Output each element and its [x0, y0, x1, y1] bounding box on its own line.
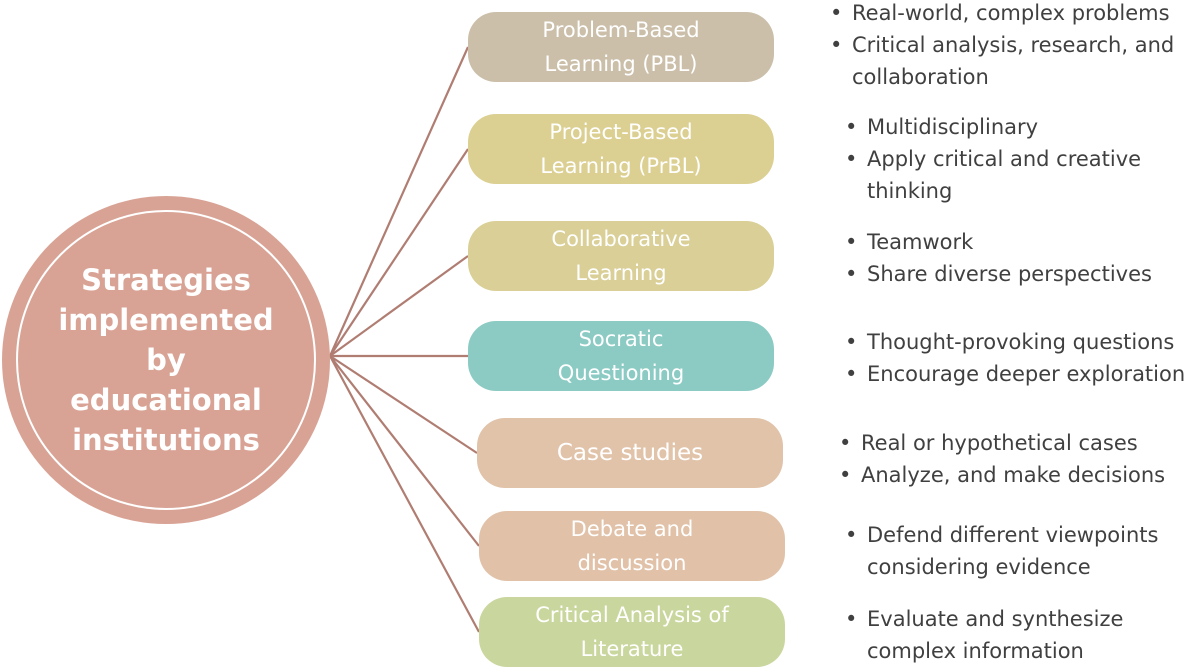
- bullets-socratic: Thought-provoking questions Encourage de…: [844, 326, 1198, 390]
- bullets-case-studies: Real or hypothetical cases Analyze, and …: [838, 427, 1194, 491]
- strategy-pill-pbl: Problem-Based Learning (PBL): [468, 12, 774, 82]
- strategy-label: Project-Based Learning (PrBL): [540, 120, 702, 178]
- bullet-item: Multidisciplinary: [844, 111, 1174, 143]
- bullet-item: Encourage deeper exploration: [844, 358, 1198, 390]
- connector-line-literature: [329, 355, 480, 633]
- central-title: Strategies implemented by educational in…: [58, 263, 274, 457]
- bullet-item: Real or hypothetical cases: [838, 427, 1194, 459]
- central-circle: Strategies implemented by educational in…: [2, 196, 330, 524]
- central-circle-ring: [16, 210, 316, 510]
- bullet-item: Thought-provoking questions: [844, 326, 1198, 358]
- bullet-item: Evaluate and synthesize complex informat…: [844, 603, 1164, 667]
- connector-line-pbl: [328, 46, 470, 357]
- strategy-pill-debate: Debate and discussion: [479, 511, 785, 581]
- bullet-item: Share diverse perspectives: [844, 258, 1184, 290]
- strategy-label: Collaborative Learning: [551, 227, 691, 285]
- bullet-item: Defend different viewpoints considering …: [844, 519, 1184, 583]
- connector-line-debate: [329, 355, 480, 547]
- bullet-item: Apply critical and creative thinking: [844, 143, 1174, 207]
- strategy-pill-literature: Critical Analysis of Literature: [479, 597, 785, 667]
- bullets-collaborative: Teamwork Share diverse perspectives: [844, 226, 1184, 290]
- bullets-prbl: Multidisciplinary Apply critical and cre…: [844, 111, 1174, 207]
- bullet-item: Real-world, complex problems: [829, 0, 1194, 29]
- strategy-label: Case studies: [556, 440, 704, 466]
- bullet-item: Analyze, and make decisions: [838, 459, 1194, 491]
- connector-line-prbl: [329, 148, 469, 357]
- strategy-label: Socratic Questioning: [557, 327, 685, 385]
- bullets-debate: Defend different viewpoints considering …: [844, 519, 1184, 583]
- strategy-pill-collaborative: Collaborative Learning: [468, 221, 774, 291]
- strategy-pill-socratic: Socratic Questioning: [468, 321, 774, 391]
- bullets-literature: Evaluate and synthesize complex informat…: [844, 603, 1164, 667]
- bullet-item: Critical analysis, research, and collabo…: [829, 29, 1194, 93]
- strategy-pill-case-studies: Case studies: [477, 418, 783, 488]
- connector-line-collaborative: [329, 255, 469, 357]
- connector-line-case-studies: [329, 355, 478, 454]
- strategy-label: Critical Analysis of Literature: [535, 603, 729, 661]
- strategy-pill-prbl: Project-Based Learning (PrBL): [468, 114, 774, 184]
- strategy-label: Debate and discussion: [570, 517, 694, 575]
- strategy-label: Problem-Based Learning (PBL): [542, 18, 700, 76]
- bullet-item: Teamwork: [844, 226, 1184, 258]
- bullets-pbl: Real-world, complex problems Critical an…: [829, 0, 1194, 93]
